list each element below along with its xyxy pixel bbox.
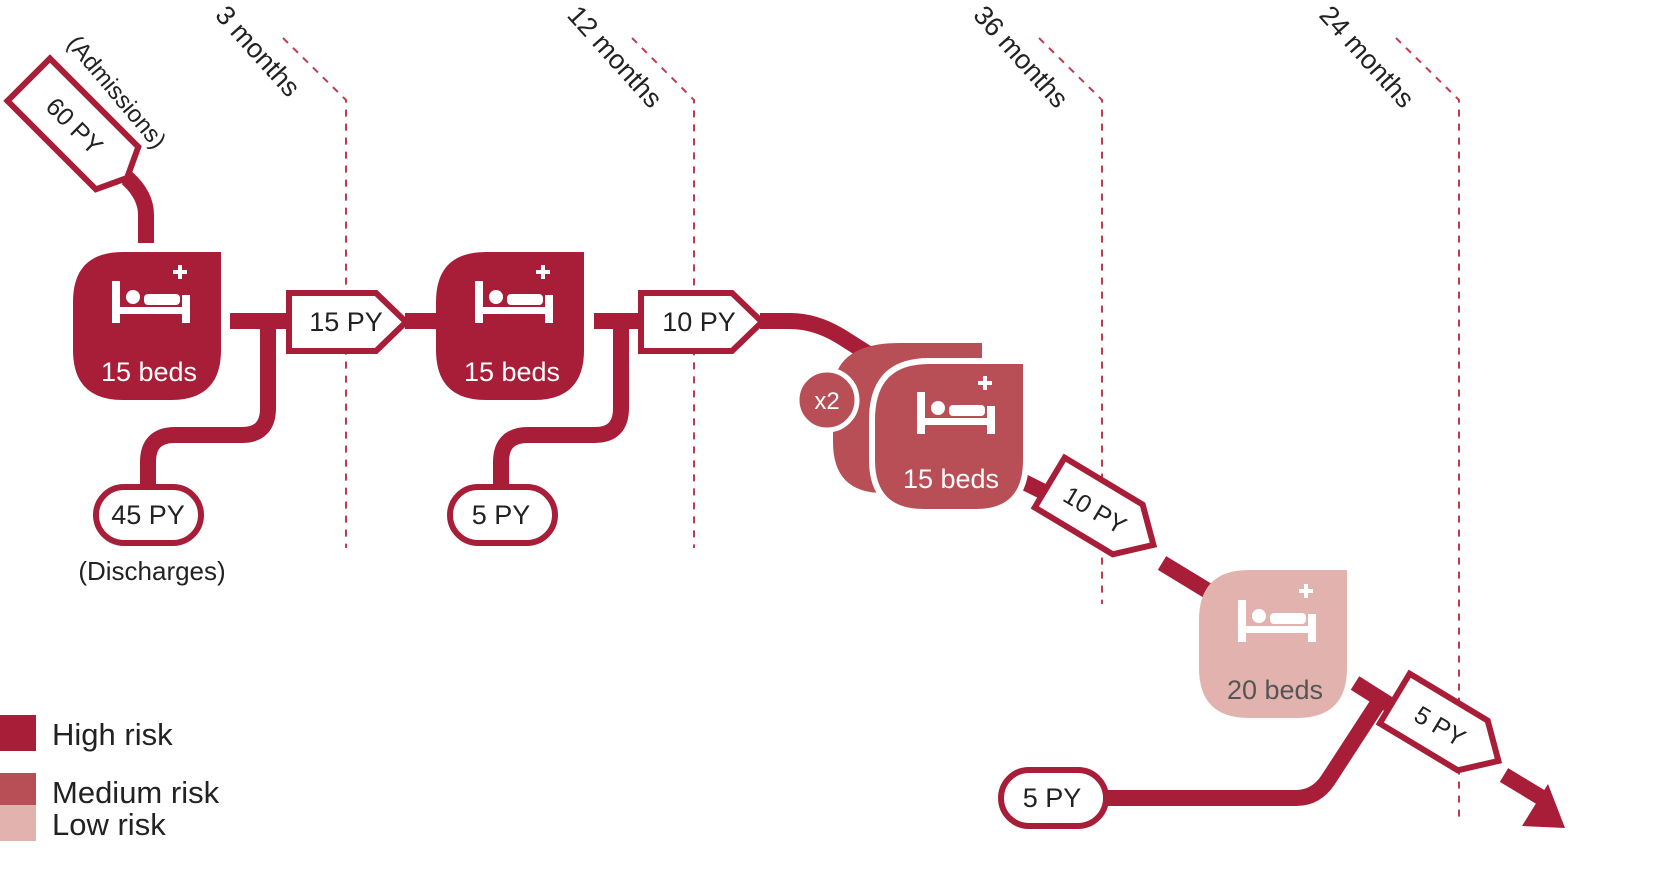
inflow-value: 5 PY <box>1023 783 1082 813</box>
flow-1-value: 15 PY <box>309 307 383 337</box>
flow-2-value: 10 PY <box>662 307 736 337</box>
milestone-label-24-months: 24 months <box>1314 0 1421 114</box>
legend-item-medium-risk: Medium risk <box>0 773 260 813</box>
milestone-label-36-months: 36 months <box>968 0 1075 114</box>
flow-pipes <box>121 172 1552 808</box>
legend-label-low: Low risk <box>52 807 166 842</box>
admission-pipe <box>121 172 154 243</box>
milestone-label-3-months: 3 months <box>210 0 307 103</box>
discharge-1-value: 45 PY <box>111 500 185 530</box>
multiplier-badge: x2 <box>794 367 860 433</box>
pipe-flow2-to-unit3 <box>760 313 883 367</box>
milestone-12-months-guide <box>631 37 695 548</box>
ward-unit-1: 15 beds <box>73 252 221 400</box>
flow-tag-3: 10 PY <box>1030 453 1158 558</box>
flow-tag-1: 15 PY <box>286 290 411 354</box>
milestone-36-months-guide <box>1038 37 1103 604</box>
milestone-3-months-guide <box>282 37 347 548</box>
discharge-pill-1: 45 PY <box>93 484 204 546</box>
discharge-pill-2: 5 PY <box>447 484 558 546</box>
legend-swatch-low <box>0 805 36 841</box>
milestone-guides <box>282 37 1460 822</box>
unit-3-beds: 15 beds <box>903 464 999 494</box>
legend-label-high: High risk <box>52 717 173 752</box>
unit-4-beds: 20 beds <box>1227 675 1323 705</box>
discharge-2-value: 5 PY <box>472 500 531 530</box>
milestone-24-months-guide <box>1395 37 1460 822</box>
milestone-label-12-months: 12 months <box>562 0 669 114</box>
discharge-caption: (Discharges) <box>78 556 225 586</box>
multiplier-value: x2 <box>814 388 839 415</box>
legend-item-low-risk: Low risk <box>0 805 260 845</box>
discharge-pipe-1 <box>140 321 276 490</box>
inflow-pipe <box>1102 695 1387 806</box>
ward-unit-2: 15 beds <box>436 252 584 400</box>
flow-tag-2: 10 PY <box>638 290 767 354</box>
legend-swatch-high <box>0 715 36 751</box>
pipe-flow3-to-unit4 <box>1157 556 1218 601</box>
ward-unit-3: 15 beds x2 <box>794 343 1029 515</box>
unit-2-beds: 15 beds <box>464 357 560 387</box>
outflow-arrowhead <box>1522 784 1565 828</box>
flow-tag-4: 5 PY <box>1375 669 1503 774</box>
legend-swatch-medium <box>0 773 36 809</box>
admissions-tag: 60 PY <box>3 54 142 193</box>
discharge-pipe-2 <box>493 321 629 490</box>
unit-1-beds: 15 beds <box>101 357 197 387</box>
legend-label-medium: Medium risk <box>52 775 220 810</box>
outflow-pipe <box>1499 768 1552 808</box>
inflow-pill: 5 PY <box>998 767 1109 829</box>
ward-unit-4: 20 beds <box>1199 570 1347 718</box>
legend-item-high-risk: High risk <box>0 715 260 755</box>
